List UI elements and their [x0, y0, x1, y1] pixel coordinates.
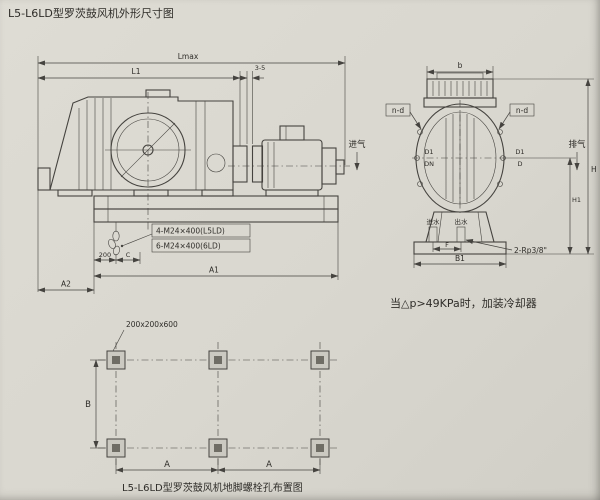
pedestal	[413, 211, 507, 255]
dim-c-label: C	[126, 251, 131, 259]
dim-gap-label: 3-5	[255, 64, 266, 72]
bolt-callout-l5ld: 4-M24×400(L5LD)	[156, 227, 225, 236]
end-view-drawing: b	[348, 61, 596, 310]
bolt-callout-box-l5ld: 4-M24×400(L5LD)	[151, 223, 251, 238]
muffler-cap	[423, 72, 497, 108]
bolt-callout-box-6ld: 6-M24×400(6LD)	[151, 238, 251, 253]
foundation-caption: L5-L6LD型罗茨鼓风机地脚螺栓孔布置图	[122, 481, 303, 494]
dim-b-label: b	[458, 61, 463, 70]
motor	[228, 125, 350, 197]
dim-d1-left-label: D1	[424, 148, 433, 156]
water-out-label: 出水	[455, 217, 469, 226]
dim-dn-label: DN	[424, 160, 434, 168]
dim-a2-label: A2	[61, 280, 71, 289]
dim-d-label: D	[517, 160, 522, 168]
outlet-label: 排气	[568, 139, 586, 150]
drawing-title: L5-L6LD型罗茨鼓风机外形尺寸图	[8, 6, 174, 20]
anchor-bolt-chain	[108, 222, 120, 256]
water-in-label: 进水	[427, 217, 441, 226]
foundation-dim-b-label: B	[85, 400, 91, 410]
side-view-drawing: Lmax L1 3-5	[37, 52, 350, 294]
bolt-callout-6ld: 6-M24×400(6LD)	[156, 242, 221, 251]
dim-f-label: F	[445, 241, 449, 249]
dim-l1-label: L1	[132, 67, 141, 76]
base-frame	[93, 195, 339, 223]
pad-size-label: 200x200x600	[126, 320, 178, 329]
bolt-pad	[208, 350, 228, 370]
dim-h-label: H	[591, 165, 597, 174]
thread-callout-label: 2-Rp3/8"	[514, 246, 547, 255]
nd-left-label: n-d	[392, 106, 404, 115]
foundation-dim-a-right-label: A	[266, 460, 272, 470]
foundation-dim-a-left-label: A	[164, 460, 170, 470]
dim-a1-label: A1	[209, 266, 219, 275]
bolt-pad	[208, 438, 228, 458]
dim-h1-label: H1	[572, 196, 581, 204]
casing-ellipse	[412, 100, 508, 215]
nd-right-label: n-d	[516, 106, 528, 115]
blower-casing	[37, 89, 234, 232]
bolt-pad	[106, 438, 126, 458]
dim-200-label: 200	[99, 251, 111, 259]
coupling	[232, 145, 264, 183]
inlet-label: 进气	[348, 139, 366, 150]
dim-b1-label: B1	[455, 254, 465, 263]
cooler-note: 当△p>49KPa时，加装冷却器	[390, 296, 537, 310]
bolt-pad	[106, 350, 126, 370]
dim-lmax-label: Lmax	[178, 52, 199, 61]
bolt-pad	[310, 350, 330, 370]
foundation-plan-drawing: 200x200x600 B A A L5-L6LD型罗茨鼓风机地脚螺栓孔布置图	[85, 320, 338, 494]
dim-d1-right-label: D1	[515, 148, 524, 156]
bolt-pad	[310, 438, 330, 458]
